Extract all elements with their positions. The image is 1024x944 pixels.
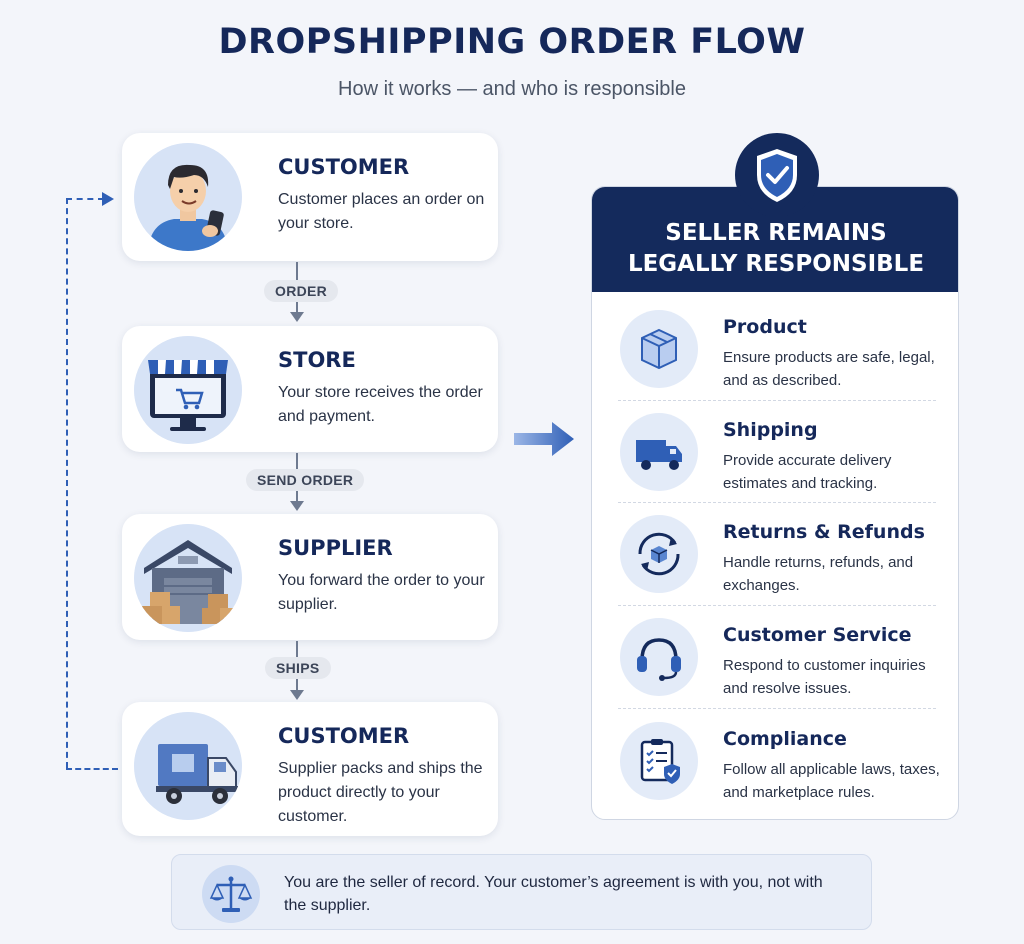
responsibility-panel: SELLER REMAINS LEGALLY RESPONSIBLE Produ… [591,186,959,820]
item-title: Returns & Refunds [723,521,925,543]
connector-label-send-order: SEND ORDER [246,469,365,491]
shield-check-icon [735,133,819,217]
loop-arrowhead-icon [102,192,114,206]
item-description: Handle returns, refunds, and exchanges. [723,554,914,594]
flow-step-supplier: SUPPLIER You forward the order to your s… [122,514,498,640]
divider [618,502,936,503]
delivery-truck-icon [134,712,242,820]
step-title: SUPPLIER [278,536,393,560]
step-title: CUSTOMER [278,724,410,748]
responsibility-item-customer-service: Customer Service Respond to customer inq… [592,600,958,702]
headset-icon [620,618,698,696]
warehouse-icon [134,524,242,632]
page-title: DROPSHIPPING ORDER FLOW [218,22,806,62]
loop-line-top [66,198,104,200]
connector-label-ships: SHIPS [265,657,331,679]
flow-step-customer-delivery: CUSTOMER Supplier packs and ships the pr… [122,702,498,836]
responsibility-item-shipping: Shipping Provide accurate delivery estim… [592,395,958,497]
divider [618,400,936,401]
checklist-shield-icon [620,722,698,800]
panel-heading-line1: SELLER REMAINS [665,220,887,246]
customer-phone-icon [134,143,242,251]
divider [618,605,936,606]
loop-line-bottom [66,768,118,770]
item-description: Provide accurate delivery estimates and … [723,452,892,492]
item-title: Customer Service [723,624,912,646]
responsibility-item-compliance: Compliance Follow all applicable laws, t… [592,704,958,806]
connector-label-order: ORDER [264,280,339,302]
item-description: Respond to customer inquiries and resolv… [723,657,926,697]
seller-of-record-note: You are the seller of record. Your custo… [171,854,872,930]
return-cycle-icon [620,515,698,593]
box-icon [620,310,698,388]
flow-step-store: STORE Your store receives the order and … [122,326,498,452]
item-title: Compliance [723,728,847,750]
down-arrow-icon [290,501,304,511]
item-description: Ensure products are safe, legal, and as … [723,349,935,389]
page-subtitle: How it works — and who is responsible [338,78,686,100]
step-description: Your store receives the order and paymen… [278,384,483,425]
step-description: Supplier packs and ships the product dir… [278,760,483,825]
step-title: CUSTOMER [278,155,410,179]
step-description: You forward the order to your supplier. [278,572,485,613]
item-description: Follow all applicable laws, taxes, and m… [723,761,940,801]
responsibility-item-returns: Returns & Refunds Handle returns, refund… [592,497,958,599]
panel-heading-line2: LEGALLY RESPONSIBLE [627,251,925,277]
store-monitor-icon [134,336,242,444]
note-text: You are the seller of record. Your custo… [284,874,823,914]
scales-icon [202,865,260,923]
divider [618,708,936,709]
step-description: Customer places an order on your store. [278,191,485,232]
down-arrow-icon [290,312,304,322]
responsibility-item-product: Product Ensure products are safe, legal,… [592,292,958,394]
truck-icon [620,413,698,491]
right-arrow-icon [514,422,574,456]
loop-line-vertical [66,198,68,768]
item-title: Product [723,316,807,338]
step-title: STORE [278,348,356,372]
item-title: Shipping [723,419,818,441]
flow-step-customer-order: CUSTOMER Customer places an order on you… [122,133,498,261]
down-arrow-icon [290,690,304,700]
